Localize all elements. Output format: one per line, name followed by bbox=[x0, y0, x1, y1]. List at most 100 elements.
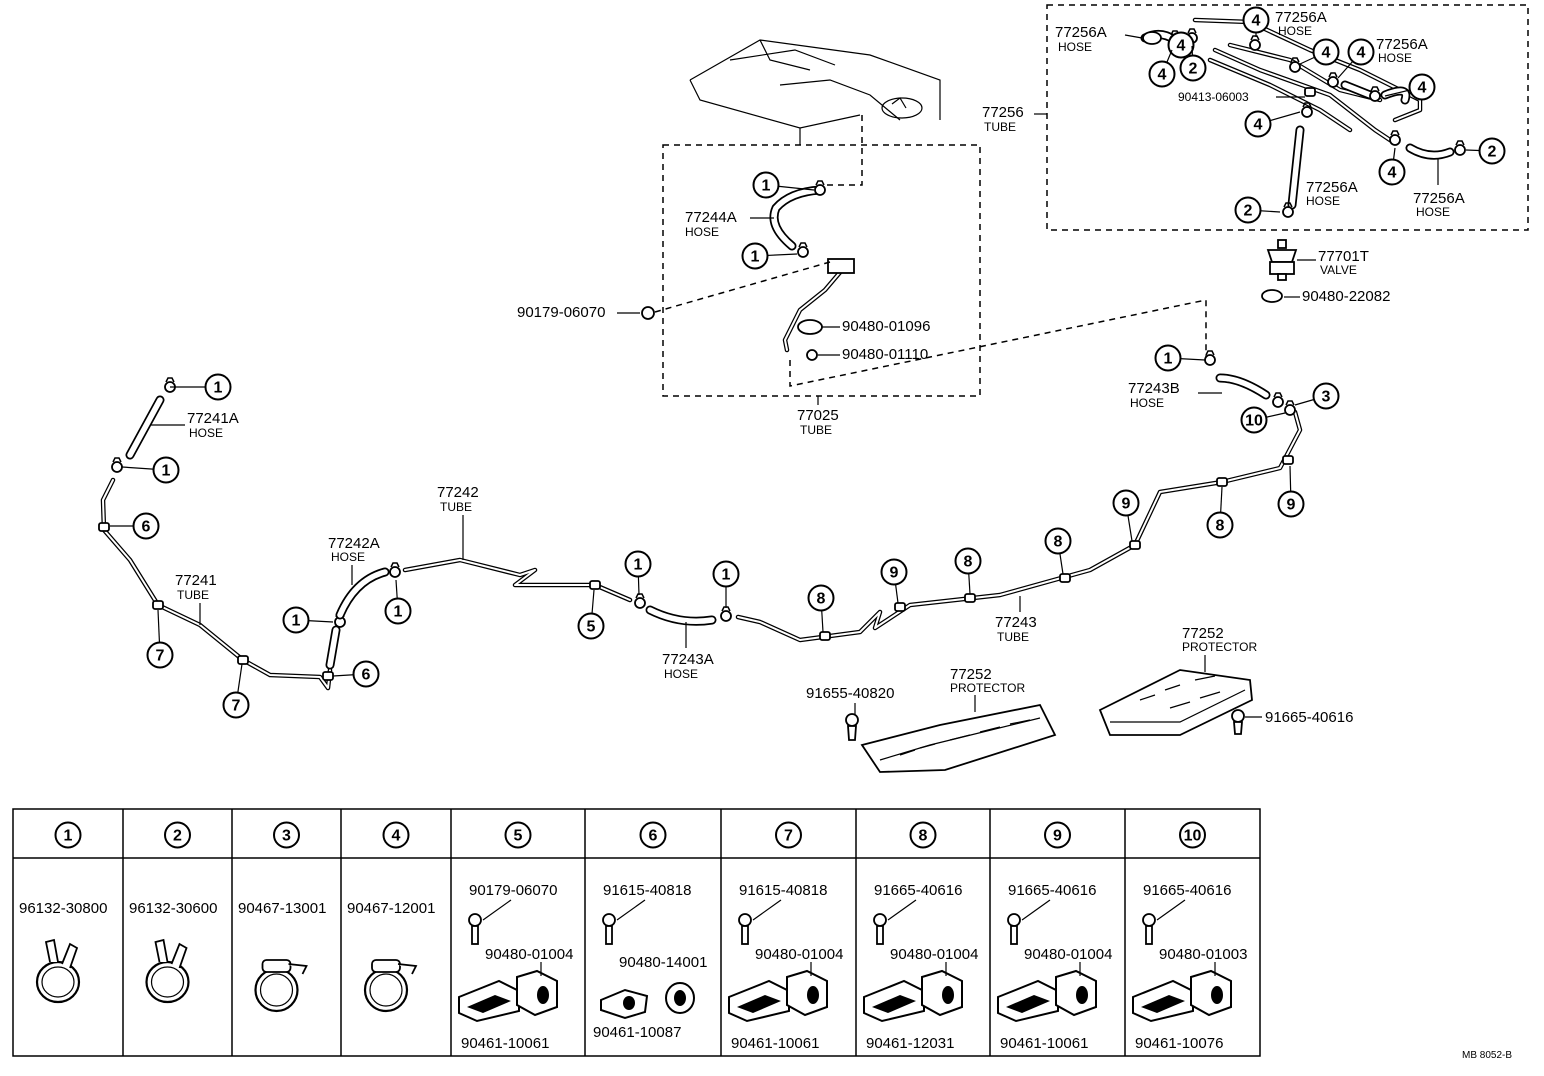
callout-9: 9 bbox=[1277, 490, 1305, 518]
label-77256a-4: 77256A bbox=[1306, 179, 1358, 196]
callout-1: 1 bbox=[282, 606, 310, 634]
part-number: 91665-40616 bbox=[1143, 882, 1231, 899]
callout-1: 1 bbox=[204, 373, 232, 401]
vent-tube-group-border bbox=[662, 144, 981, 397]
pipe-clamp-icon bbox=[997, 969, 1097, 1023]
callout-5: 5 bbox=[577, 612, 605, 640]
callout-number: 4 bbox=[1158, 67, 1167, 84]
part-number: 90480-01004 bbox=[1024, 946, 1112, 963]
pipe-clamp-icon bbox=[600, 988, 649, 1020]
bolt-icon bbox=[1007, 913, 1021, 945]
svg-text:6: 6 bbox=[649, 828, 658, 845]
label-77256a-1: 77256A bbox=[1055, 24, 1107, 41]
part-number: 90461-10061 bbox=[1000, 1035, 1088, 1052]
table-cell-10: 91665-40616 90480-01003 90461-10076 bbox=[1132, 882, 1247, 1052]
part-number: 90461-10061 bbox=[731, 1035, 819, 1052]
bolt-icon bbox=[738, 913, 752, 945]
part-number: 90179-06070 bbox=[469, 882, 557, 899]
grommet-icon bbox=[1261, 289, 1283, 303]
callout-number: 1 bbox=[1164, 351, 1173, 368]
callout-8: 8 bbox=[1206, 511, 1234, 539]
part-number: 90480-01004 bbox=[485, 946, 573, 963]
callout-number: 4 bbox=[1322, 45, 1331, 62]
callout-6: 6 bbox=[352, 660, 380, 688]
label-77256a-2-type: HOSE bbox=[1278, 24, 1312, 38]
label-77244a: 77244A bbox=[685, 209, 737, 226]
callout-1: 1 bbox=[1154, 344, 1182, 372]
part-number: 91665-40616 bbox=[874, 882, 962, 899]
callout-number: 1 bbox=[722, 567, 731, 584]
svg-text:8: 8 bbox=[919, 828, 928, 845]
part-number: 90480-14001 bbox=[619, 954, 707, 971]
label-77256a-5: 77256A bbox=[1413, 190, 1465, 207]
main-fuel-line bbox=[98, 350, 1303, 691]
label-77256a-5-type: HOSE bbox=[1416, 205, 1450, 219]
callout-4: 4 bbox=[1148, 60, 1176, 88]
pipe-clamp-icon bbox=[1132, 969, 1232, 1023]
label-77243a: 77243A bbox=[662, 651, 714, 668]
callout-4: 4 bbox=[1242, 6, 1270, 34]
part-number: 90480-01003 bbox=[1159, 946, 1247, 963]
label-77252-rear: 77252 bbox=[1182, 625, 1224, 642]
callout-number: 1 bbox=[762, 178, 771, 195]
band-clamp-icon bbox=[254, 959, 308, 1013]
label-90480-22082: 90480-22082 bbox=[1302, 288, 1390, 305]
part-number: 91665-40616 bbox=[1008, 882, 1096, 899]
label-77244a-type: HOSE bbox=[685, 225, 719, 239]
pipe-clamp-icon bbox=[728, 969, 828, 1023]
label-90480-01110: 90480-01110 bbox=[842, 346, 928, 363]
callout-1: 1 bbox=[741, 242, 769, 270]
label-90480-01096: 90480-01096 bbox=[842, 318, 930, 335]
table-header-2: 2 bbox=[164, 821, 191, 849]
callout-number: 4 bbox=[1254, 117, 1263, 134]
callout-number: 8 bbox=[964, 554, 973, 571]
bolt-icon bbox=[602, 913, 616, 945]
label-90413-06003: 90413-06003 bbox=[1178, 90, 1249, 104]
callout-4: 4 bbox=[1312, 38, 1340, 66]
callout-9: 9 bbox=[1112, 489, 1140, 517]
callout-number: 7 bbox=[156, 648, 165, 665]
callout-1: 1 bbox=[384, 597, 412, 625]
clamp-icon bbox=[35, 938, 81, 1004]
callout-number: 1 bbox=[162, 463, 171, 480]
label-77241a-type: HOSE bbox=[189, 426, 223, 440]
svg-text:1: 1 bbox=[64, 828, 73, 845]
callout-6: 6 bbox=[132, 512, 160, 540]
callout-number: 6 bbox=[362, 667, 371, 684]
callout-2: 2 bbox=[1179, 54, 1207, 82]
label-77256: 77256 bbox=[982, 104, 1024, 121]
callout-8: 8 bbox=[954, 547, 982, 575]
label-77241a: 77241A bbox=[187, 410, 239, 427]
callout-2: 2 bbox=[1478, 137, 1506, 165]
callout-number: 7 bbox=[232, 698, 241, 715]
label-77701t: 77701T bbox=[1318, 248, 1369, 265]
callout-8: 8 bbox=[1044, 527, 1072, 555]
table-header-6: 6 bbox=[639, 821, 667, 849]
label-77241-type: TUBE bbox=[177, 588, 209, 602]
table-header-8: 8 bbox=[909, 821, 937, 849]
fuel-tank-sketch bbox=[689, 39, 941, 186]
label-77256a-2: 77256A bbox=[1275, 9, 1327, 26]
callout-number: 4 bbox=[1357, 45, 1366, 62]
evap-hose-assembly bbox=[1140, 17, 1466, 218]
callout-number: 9 bbox=[890, 565, 899, 582]
label-77242-type: TUBE bbox=[440, 500, 472, 514]
callout-number: 1 bbox=[214, 380, 223, 397]
band-clamp-icon bbox=[363, 959, 418, 1013]
evap-hose-group-border bbox=[1046, 4, 1529, 231]
label-77256a-3: 77256A bbox=[1376, 36, 1428, 53]
label-77243a-type: HOSE bbox=[664, 667, 698, 681]
label-77256-type: TUBE bbox=[984, 120, 1016, 134]
svg-text:9: 9 bbox=[1053, 828, 1062, 845]
part-number: 90461-10076 bbox=[1135, 1035, 1223, 1052]
part-number: 90467-12001 bbox=[347, 900, 435, 917]
svg-text:7: 7 bbox=[784, 828, 793, 845]
label-77025: 77025 bbox=[797, 407, 839, 424]
callout-number: 1 bbox=[394, 604, 403, 621]
svg-text:4: 4 bbox=[392, 828, 401, 845]
